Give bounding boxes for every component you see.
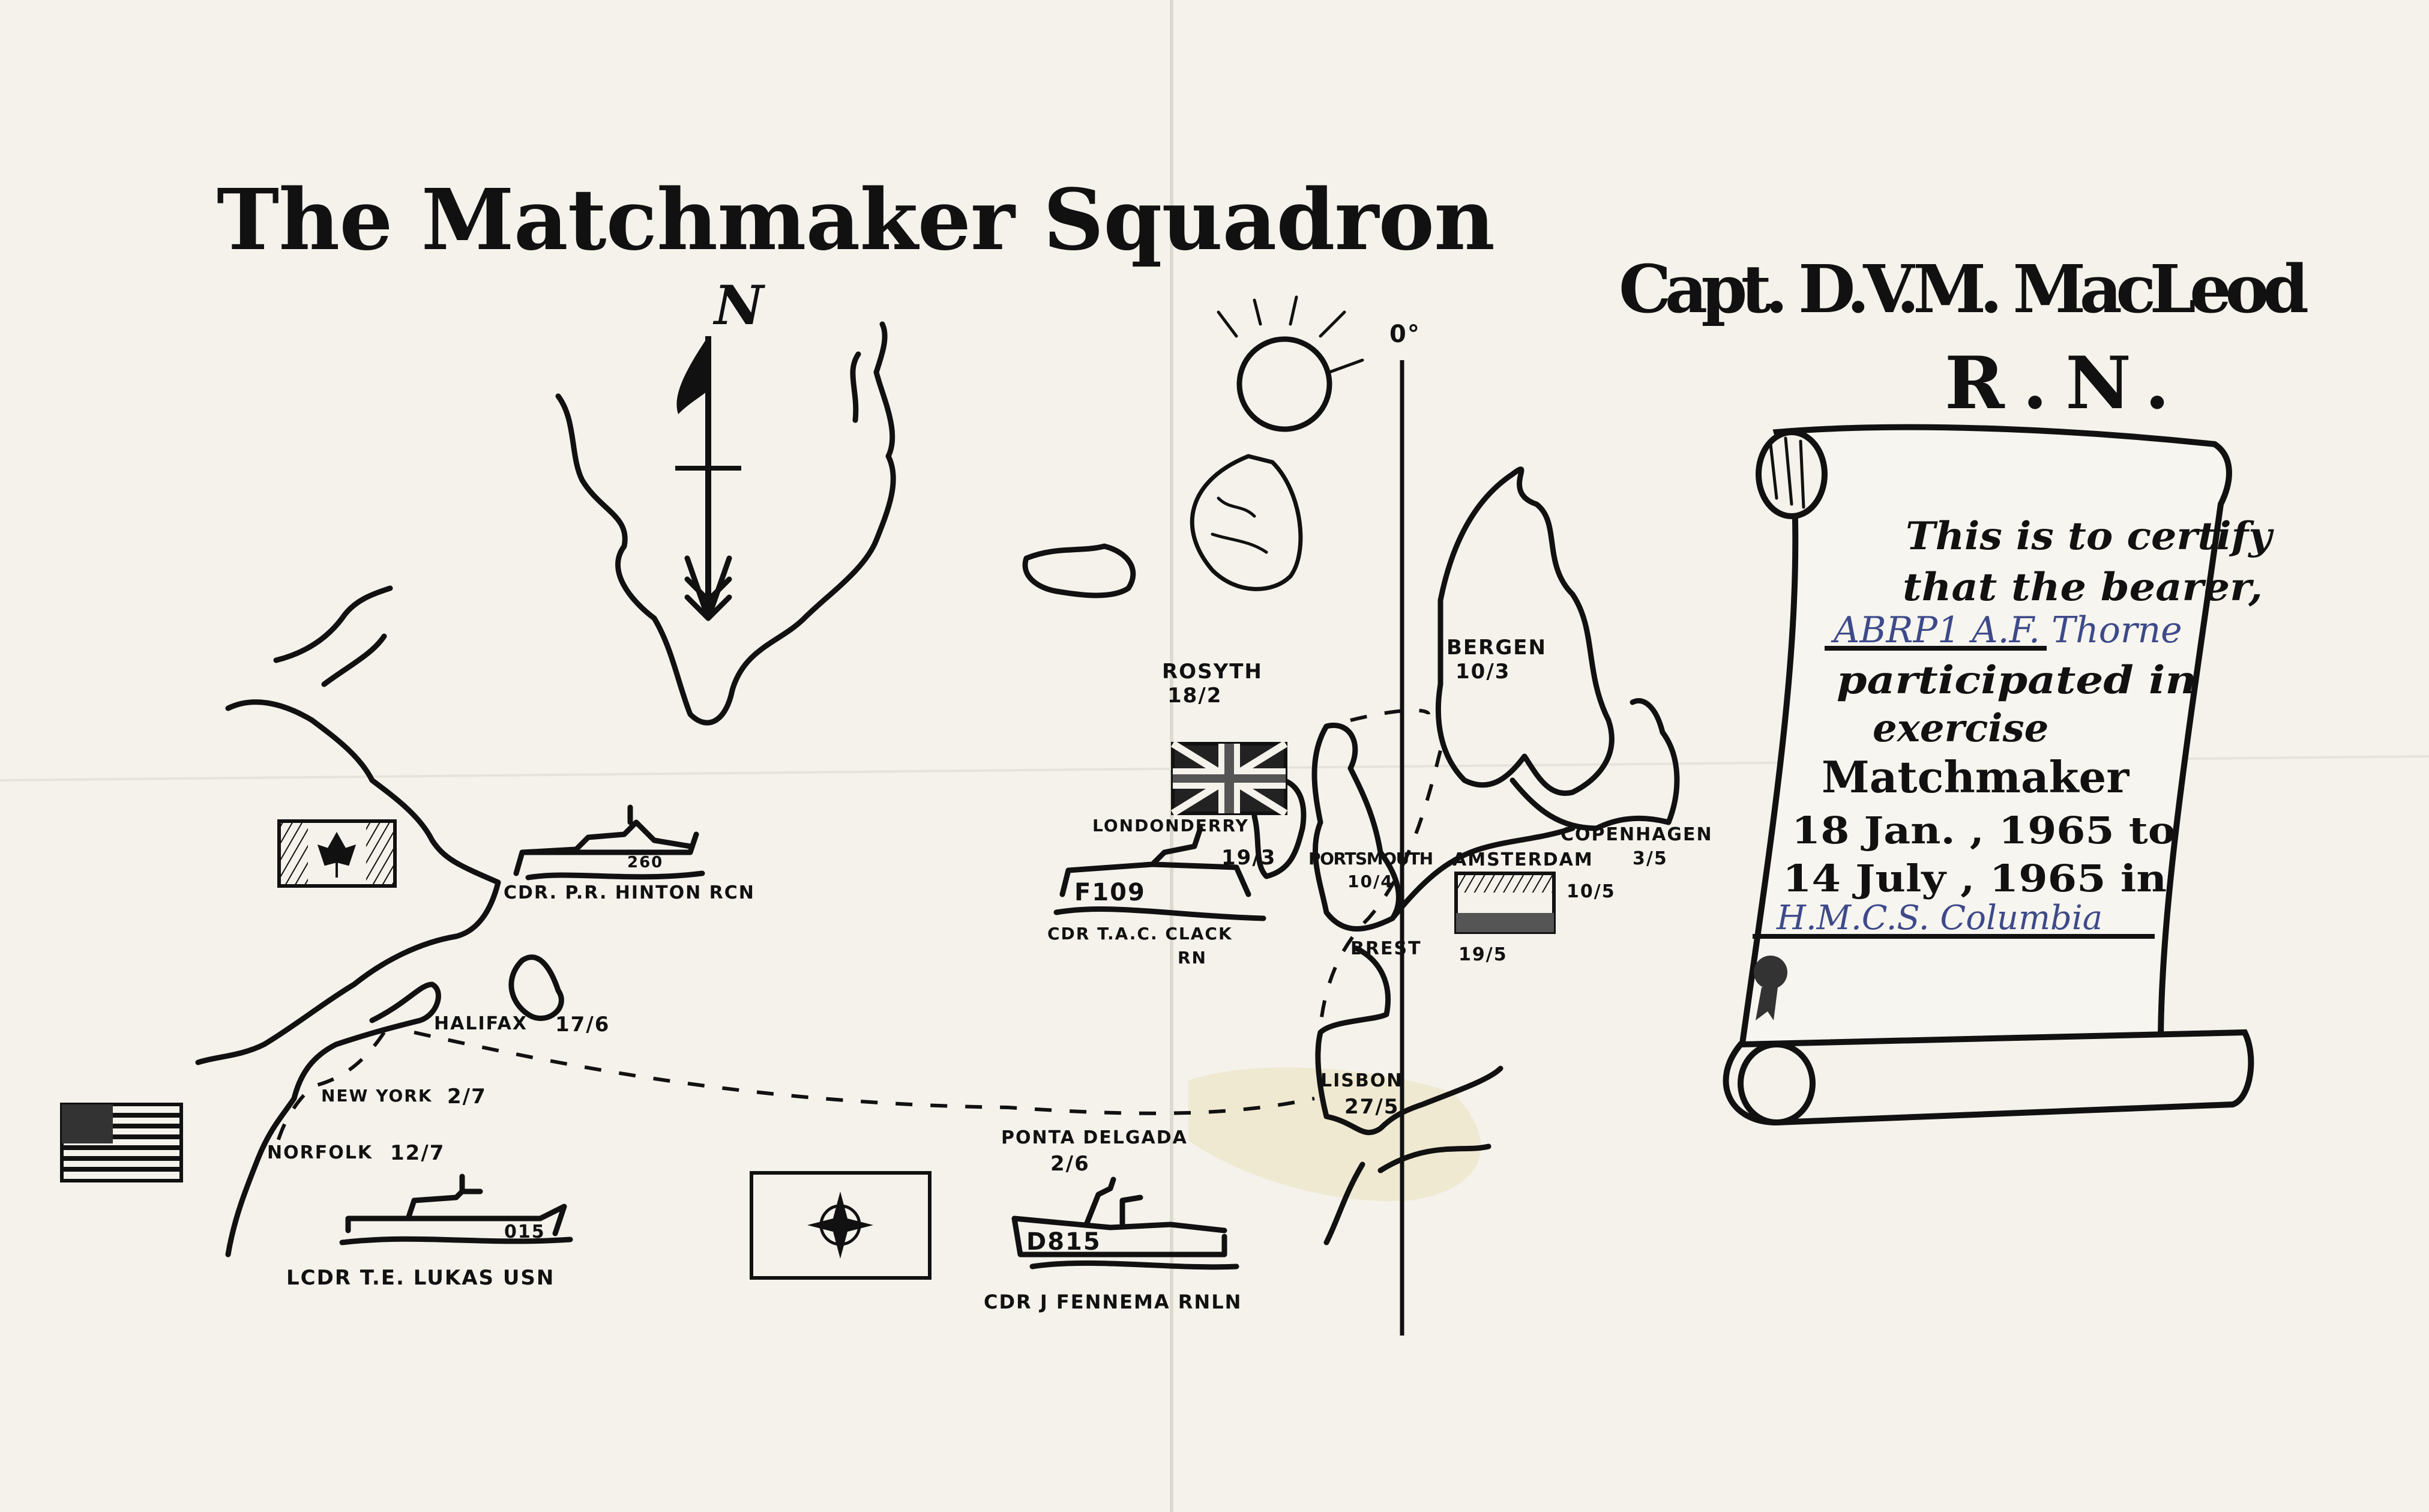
port-name: BREST [1350, 938, 1422, 959]
north-america-coast [195, 699, 564, 1257]
port-date: 2/7 [447, 1085, 487, 1109]
port-name: PORTSMOUTH [1308, 849, 1434, 869]
port-date: 17/6 [555, 1013, 610, 1037]
ship-commander: LCDR T.E. LUKAS USN [286, 1266, 555, 1290]
port-name: HALIFAX [434, 1013, 528, 1034]
port-date: 2/6 [1050, 1152, 1090, 1176]
port-date: 10/4 [1347, 872, 1394, 891]
britain-outline [1311, 723, 1401, 932]
port-name: PONTA DELGADA [1001, 1127, 1188, 1148]
wind-god-icon [1190, 295, 1364, 591]
rosette-seal-icon [1754, 956, 1787, 989]
iceland-outline [1022, 543, 1136, 598]
port-date: 19/5 [1458, 944, 1508, 965]
meridian-label: 0° [1389, 321, 1421, 348]
port-name: NEW YORK [321, 1086, 433, 1106]
water-stain [1188, 1067, 1481, 1202]
ship-lukas-icon: 015 [339, 1173, 573, 1245]
port-name: ROSYTH [1162, 660, 1263, 684]
ship-pennant: F109 [1074, 879, 1146, 906]
ship-fennema-icon: D815 [1011, 1176, 1239, 1270]
page-title: The Matchmaker Squadron [217, 171, 1495, 270]
certificate-body: This is to certify that the bearer, ABRP… [1753, 514, 2274, 939]
ship-commander: CDR J FENNEMA RNLN [984, 1291, 1242, 1313]
ship-pennant: D815 [1026, 1228, 1101, 1256]
ship-pennant: 015 [504, 1221, 546, 1242]
compass-north-arrow-icon: N [675, 274, 766, 621]
certificate-line: that the bearer, [1903, 565, 2263, 610]
certificate-line: This is to certify [1906, 514, 2274, 559]
captain-name: Capt. D.V.M. MacLeod [1619, 250, 2309, 328]
ship-clack-icon: F109 [1053, 825, 1266, 921]
port-date: 27/5 [1344, 1095, 1399, 1119]
nato-flag-icon [750, 1171, 932, 1280]
route-line [274, 708, 1442, 1147]
port-date: 12/7 [390, 1141, 445, 1165]
port-date: 10/3 [1455, 660, 1510, 684]
netherlands-flag-icon [1454, 872, 1556, 934]
port-name: BERGEN [1446, 636, 1547, 660]
canada-flag-icon [277, 819, 397, 888]
certificate-line: Matchmaker [1822, 751, 2130, 803]
certificate-line: 18 Jan. , 1965 to [1792, 809, 2176, 852]
certificate-line: participated in [1837, 658, 2197, 703]
certificate-line: exercise [1873, 706, 2048, 751]
captain-service: R.N. [1945, 341, 2170, 426]
greenland-outline [555, 321, 896, 726]
us-flag-icon [60, 1103, 183, 1182]
port-date: 10/5 [1567, 881, 1616, 902]
ship-name-handwritten: H.M.C.S. Columbia [1776, 899, 2102, 938]
ship-commander: CDR T.A.C. CLACK [1047, 924, 1233, 944]
ship-pennant: 260 [627, 854, 663, 872]
bearer-name-handwritten: ABRP1 A.F. Thorne [1831, 609, 2182, 651]
ship-commander: CDR. P.R. HINTON RCN [504, 882, 755, 903]
port-name: COPENHAGEN [1561, 824, 1713, 845]
port-name: LONDONDERRY [1092, 816, 1249, 836]
ship-hinton-icon: 260 [513, 804, 705, 881]
port-date: 18/2 [1167, 684, 1222, 708]
port-name: AMSTERDAM [1452, 849, 1594, 870]
ship-service: RN [1178, 948, 1207, 968]
continent-outline [1315, 825, 1576, 1245]
baffin-outline [273, 585, 393, 687]
port-name: NORFOLK [267, 1142, 373, 1163]
scroll-frame [1723, 424, 2254, 1126]
north-label: N [712, 274, 766, 337]
port-name: LISBON [1320, 1070, 1403, 1091]
scandinavia-outline [1435, 466, 1680, 831]
port-date: 3/5 [1633, 848, 1668, 869]
certificate-line: 14 July , 1965 in [1783, 857, 2167, 900]
uk-flag-icon [1170, 740, 1288, 817]
